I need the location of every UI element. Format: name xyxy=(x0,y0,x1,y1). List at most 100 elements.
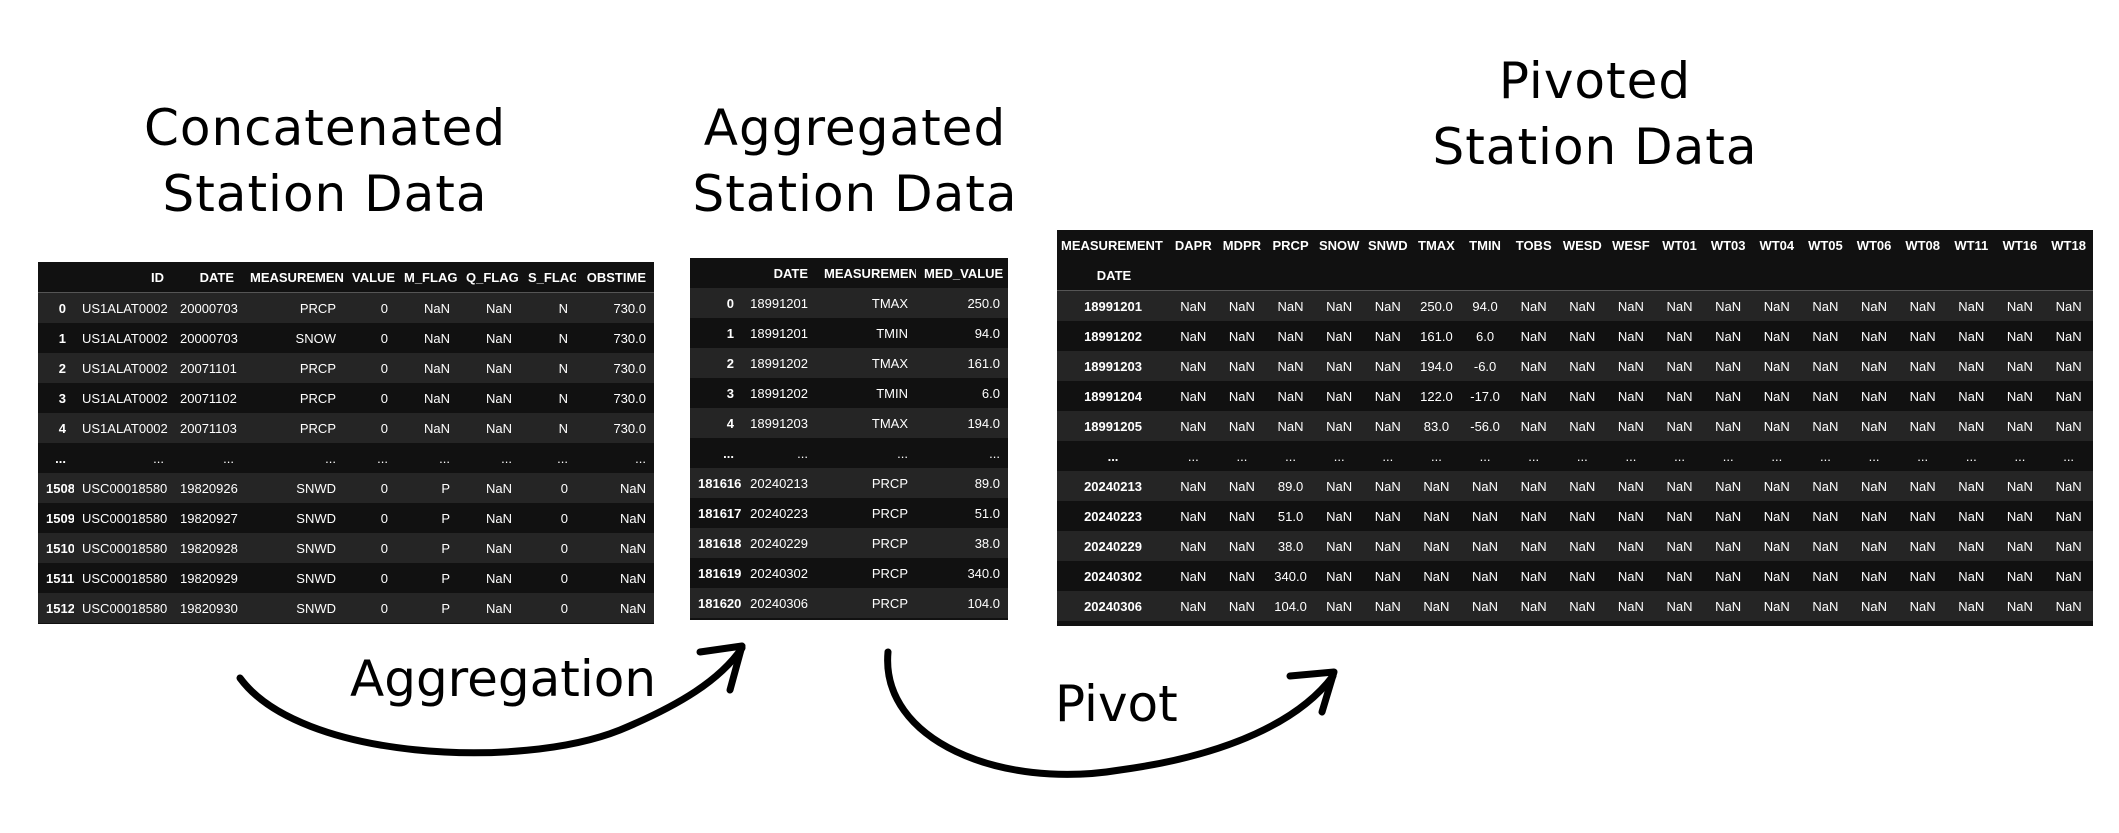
table-cell: NaN xyxy=(1326,538,1353,554)
table-cell: NaN xyxy=(1374,598,1401,614)
table-cell: SNWD xyxy=(296,480,336,496)
table-cell: NaN xyxy=(1812,598,1839,614)
table-cell: NaN xyxy=(1715,418,1742,434)
table-cell: NaN xyxy=(2006,568,2033,584)
table-cell: NaN xyxy=(1666,568,1693,584)
table-cell: NaN xyxy=(619,480,646,496)
table-cell: NaN xyxy=(1326,418,1353,434)
column-header: Q_FLAG xyxy=(458,262,520,293)
table-cell: TMIN xyxy=(876,385,908,401)
row-index: 20240223 xyxy=(1084,508,1142,524)
table-cell: NaN xyxy=(1763,388,1790,404)
table-cell: NaN xyxy=(1617,298,1644,314)
table-cell: PRCP xyxy=(871,565,908,581)
table-cell: 0 xyxy=(560,480,568,496)
table-cell: NaN xyxy=(1228,568,1255,584)
table-cell: NaN xyxy=(2006,478,2033,494)
table-cell: NaN xyxy=(1666,418,1693,434)
table-cell: NaN xyxy=(1812,478,1839,494)
table-cell: NaN xyxy=(2055,598,2082,614)
table-cell: 20071102 xyxy=(180,390,237,406)
table-cell: NaN xyxy=(1180,508,1207,524)
table-cell: 161.0 xyxy=(1420,328,1453,344)
table-cell: NaN xyxy=(2055,388,2082,404)
table-cell: 20240306 xyxy=(750,595,808,611)
table-cell: 20071101 xyxy=(180,360,237,376)
table-cell: US1ALAT0002 xyxy=(82,420,168,436)
table-cell: NaN xyxy=(1958,328,1985,344)
table-cell: NaN xyxy=(1569,388,1596,404)
row-index: 4 xyxy=(58,420,66,436)
table-cell: NaN xyxy=(1228,598,1255,614)
row-index: 181620 xyxy=(698,595,742,611)
table-cell: 0 xyxy=(380,300,388,316)
table-cell: 20240229 xyxy=(750,535,808,551)
row-index: 3 xyxy=(58,390,66,406)
table-cell: PRCP xyxy=(299,360,336,376)
table-cell: NaN xyxy=(1909,328,1936,344)
table-cell: NaN xyxy=(1472,538,1499,554)
table-cell: ... xyxy=(1528,448,1540,464)
table-cell: PRCP xyxy=(299,300,336,316)
table-cell: NaN xyxy=(485,420,512,436)
table-cell: ... xyxy=(557,450,568,466)
table-cell: NaN xyxy=(1180,598,1207,614)
table-cell: NaN xyxy=(1909,358,1936,374)
aggregation-arrowhead xyxy=(696,642,746,694)
table-cell: 0 xyxy=(380,420,388,436)
table-cell: NaN xyxy=(1569,328,1596,344)
column-header: SNOW xyxy=(1318,237,1360,253)
table-cell: N xyxy=(558,420,568,436)
table-cell: 38.0 xyxy=(974,535,1000,551)
table-cell: 104.0 xyxy=(1274,598,1307,614)
column-header: PRCP xyxy=(1272,237,1309,253)
table-cell: ... xyxy=(1333,448,1345,464)
table-cell: NaN xyxy=(1909,298,1936,314)
table-cell: NaN xyxy=(1180,418,1207,434)
index-name: DATE xyxy=(1057,260,1169,291)
table-cell: NaN xyxy=(1569,508,1596,524)
table-cell: NaN xyxy=(423,420,450,436)
table-cell: 730.0 xyxy=(613,360,646,376)
table-cell: 730.0 xyxy=(613,300,646,316)
empty-header xyxy=(1849,260,1899,291)
table-cell: ... xyxy=(1722,448,1734,464)
table-cell: NaN xyxy=(1520,388,1547,404)
empty-header xyxy=(1898,260,1947,291)
table-cell: NaN xyxy=(1423,478,1450,494)
table-cell: 0 xyxy=(560,510,568,526)
table-cell: 250.0 xyxy=(967,295,1000,311)
table-cell: NaN xyxy=(1569,298,1596,314)
table-cell: NaN xyxy=(1228,538,1255,554)
table-cell: NaN xyxy=(1666,508,1693,524)
table-cell: NaN xyxy=(1520,598,1547,614)
table-cell: 730.0 xyxy=(613,390,646,406)
empty-header xyxy=(1801,260,1850,291)
table-cell: USC00018580 xyxy=(82,510,168,526)
table-cell: ... xyxy=(1382,448,1394,464)
column-header: OBSTIME xyxy=(576,262,654,293)
table-cell: ... xyxy=(1576,448,1588,464)
table-cell: NaN xyxy=(1861,598,1888,614)
table-cell: NaN xyxy=(1861,358,1888,374)
empty-header xyxy=(1363,260,1413,291)
table-cell: NaN xyxy=(1958,358,1985,374)
table-cell: NaN xyxy=(1520,478,1547,494)
row-index: 18991202 xyxy=(1084,328,1142,344)
table-cell: NaN xyxy=(2055,538,2082,554)
table-cell: NaN xyxy=(1666,538,1693,554)
pivot-label: Pivot xyxy=(1055,675,1178,733)
table-cell: NaN xyxy=(1763,328,1790,344)
column-header: MED_VALUE xyxy=(924,265,1004,281)
table-cell: NaN xyxy=(485,390,512,406)
table-cell: NaN xyxy=(1374,478,1401,494)
table-cell: US1ALAT0002 xyxy=(82,390,168,406)
table-cell: 0 xyxy=(560,570,568,586)
table-cell: PRCP xyxy=(299,390,336,406)
table-cell: NaN xyxy=(485,510,512,526)
